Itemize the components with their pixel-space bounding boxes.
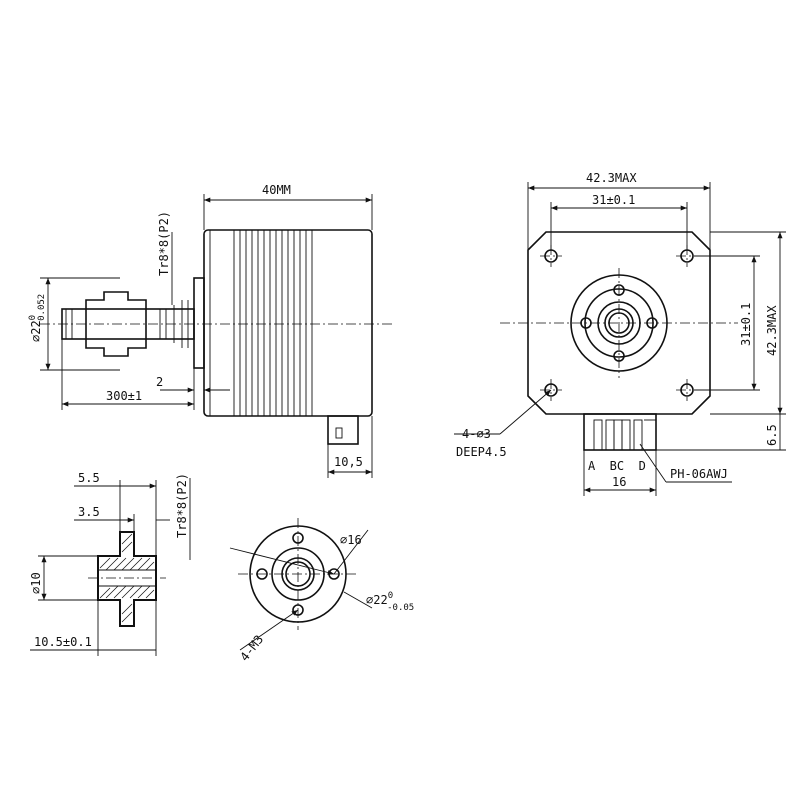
connector-side — [327, 415, 359, 445]
nut-35-label: 3.5 — [78, 505, 100, 519]
mount-holes-label: 4-⌀3 — [462, 427, 491, 441]
gap-label: 2 — [156, 375, 163, 389]
connector-front — [583, 413, 657, 451]
pin-labels: A BC D — [588, 459, 646, 473]
nut-55-label: 5.5 — [78, 471, 100, 485]
nut-side — [85, 291, 147, 357]
hole-spacing-top-label: 31±0.1 — [592, 193, 635, 207]
nut-thread-label: Tr8*8(P2) — [175, 473, 189, 538]
motor-face — [527, 231, 711, 415]
flange-m3-label: 4-M3 — [237, 632, 266, 663]
side-view: 40MM 300±1 2 10,5 ⌀2200.052 Tr8*8(P2) — [28, 183, 392, 478]
conn-width-label: 16 — [612, 475, 626, 489]
nut-hatch — [99, 533, 155, 623]
width-max-label: 42.3MAX — [586, 171, 637, 185]
shaft-dia-label: ⌀2200.052 — [28, 294, 47, 342]
flange-dia22-label: ⌀220-0.05 — [366, 591, 414, 613]
nut-dia-label: ⌀10 — [29, 572, 43, 594]
mount-depth-label: DEEP4.5 — [456, 445, 507, 459]
screw-length-label: 300±1 — [106, 389, 142, 403]
hole-spacing-side-label: 31±0.1 — [739, 303, 753, 346]
front-view: 42.3MAX 31±0.1 31±0.1 42.3MAX 6.5 4-⌀3 D… — [454, 171, 786, 496]
nut-len-label: 10.5±0.1 — [34, 635, 92, 649]
nut-section — [97, 531, 157, 627]
height-max-label: 42.3MAX — [765, 305, 779, 356]
connector-offset-label: 10,5 — [334, 455, 363, 469]
flange-end-view: ⌀16 ⌀220-0.05 4-M3 — [229, 518, 414, 664]
body-length-label: 40MM — [262, 183, 291, 197]
conn-height-label: 6.5 — [765, 424, 779, 446]
thread-spec-side: Tr8*8(P2) — [157, 211, 171, 276]
flange-dia16-label: ⌀16 — [340, 533, 362, 547]
nut-section-view: 5.5 3.5 ⌀10 10.5±0.1 Tr8*8(P2) — [29, 471, 191, 656]
cooling-fins — [239, 230, 313, 416]
conn-type-label: PH-06AWJ — [670, 467, 728, 481]
